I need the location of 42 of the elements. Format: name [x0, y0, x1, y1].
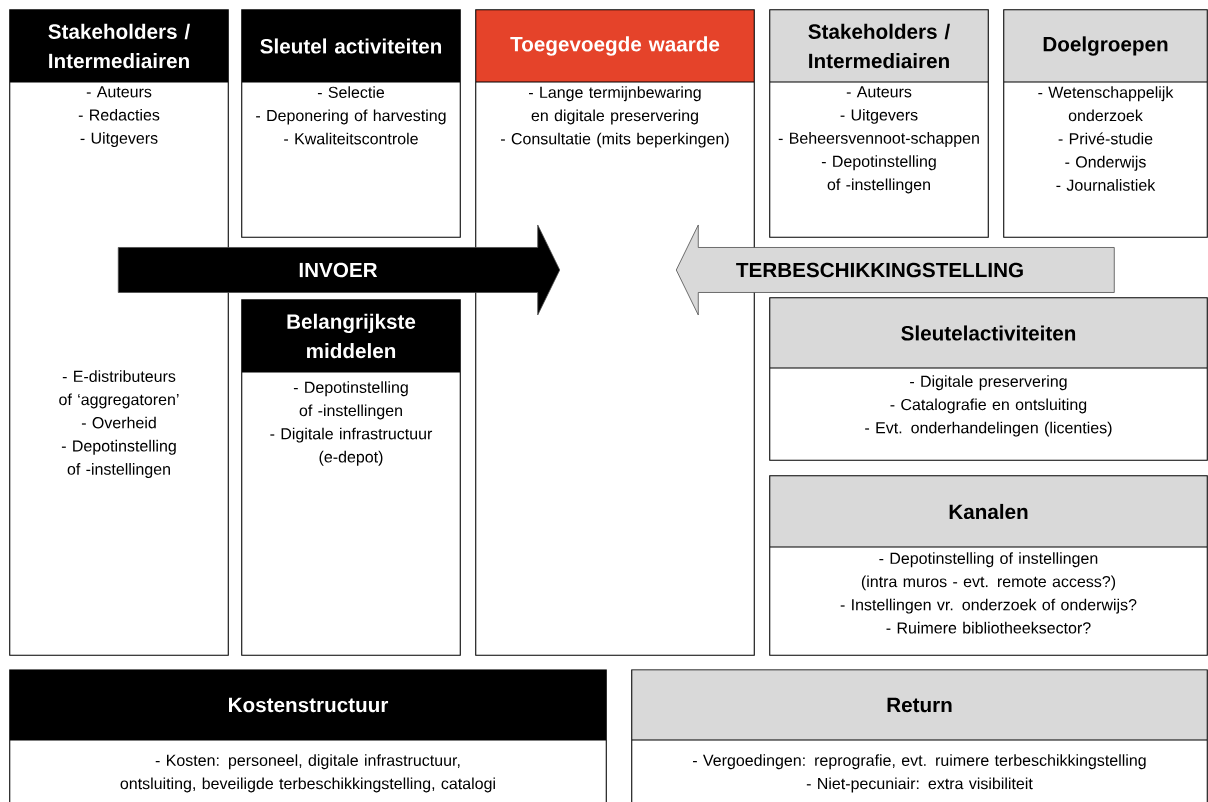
- node-label: - Privé-studie: [1058, 132, 1153, 145]
- block-text: - Wetenschappelijk onderzoek - Privé-studie - Onderwijs - Journalistiek: [1038, 86, 1174, 191]
- node-label: - Journalistiek: [1056, 179, 1156, 191]
- node-label: - Wetenschappelijk onderzoek: [1038, 86, 1174, 122]
- canvas-block: [769, 297, 1208, 461]
- block-text: - Lange termijnbewaring en digitale preservering - Consultatie (mits beperkingen): [501, 86, 729, 148]
- canvas-block: [241, 299, 461, 656]
- arrow-label: INVOER: [299, 262, 378, 278]
- block-text: - Depotinstelling of instellingen (intra muros - evt. remote access?) - Instellingen vr. onderzoek of onderwijs? - Ruimere bibliotheeksector?: [840, 552, 1137, 634]
- block-text: - Depotinstelling of -instellingen - Digitale infrastructuur (e-depot): [270, 381, 433, 466]
- block-text: - Digitale preservering - Catalografie en ontsluiting - Evt. onderhandelingen (licenties): [865, 375, 1112, 437]
- block-heading: Stakeholders / Intermediairen: [48, 23, 190, 69]
- node-label: - Uitgevers: [840, 108, 918, 124]
- block-text: - Auteurs - Redacties - Uitgevers: [78, 86, 160, 147]
- block-heading: Toegevoegde waarde: [510, 36, 720, 56]
- canvas-block: [9, 9, 229, 656]
- block-heading: Doelgroepen: [1043, 36, 1168, 56]
- canvas-block: [769, 9, 989, 238]
- block-arrow: [675, 224, 1115, 316]
- block-text: - E-distributeurs of ‘aggregatoren’ - Overheid - Depotinstelling of -instellingen: [59, 370, 179, 478]
- block-text: - Kosten: personeel, digitale infrastructuur, ontsluiting, beveiligde terbeschikkingstelling, catalogi: [120, 754, 495, 793]
- node-label: - Depotinstelling of -instellingen: [821, 155, 936, 194]
- block-arrow: [117, 224, 561, 316]
- block-text: - Vergoedingen: reprografie, evt. ruimere terbeschikkingstelling - Niet-pecuniair: extra visibiliteit: [693, 754, 1146, 793]
- node-label: - Onderwijs: [1065, 155, 1146, 171]
- node-label: - Beheersvennoot-schappen: [778, 132, 979, 147]
- block-heading: Return: [887, 697, 952, 713]
- canvas-block: [241, 9, 461, 238]
- canvas-block: [1003, 9, 1208, 238]
- block-heading: Belangrijkste middelen: [287, 313, 416, 359]
- arrow-label: TERBESCHIKKINGSTELLING: [736, 262, 1023, 278]
- node-label: - Auteurs: [846, 86, 912, 98]
- canvas-block: [9, 669, 607, 802]
- block-text: - Selectie - Deponering of harvesting - Kwaliteitscontrole: [256, 86, 446, 145]
- block-heading: Kostenstructuur: [229, 697, 389, 713]
- canvas-block: [769, 475, 1208, 656]
- canvas-block: [631, 669, 1208, 802]
- block-text: - Auteurs - Uitgevers - Beheersvennoot-schappen - Depotinstelling of -instellingen: [778, 86, 979, 194]
- block-heading: Stakeholders / Intermediairen: [808, 23, 950, 69]
- block-heading: Sleutel activiteiten: [260, 38, 441, 54]
- block-heading: Kanalen: [949, 503, 1028, 520]
- block-heading: Sleutelactiviteiten: [901, 325, 1076, 341]
